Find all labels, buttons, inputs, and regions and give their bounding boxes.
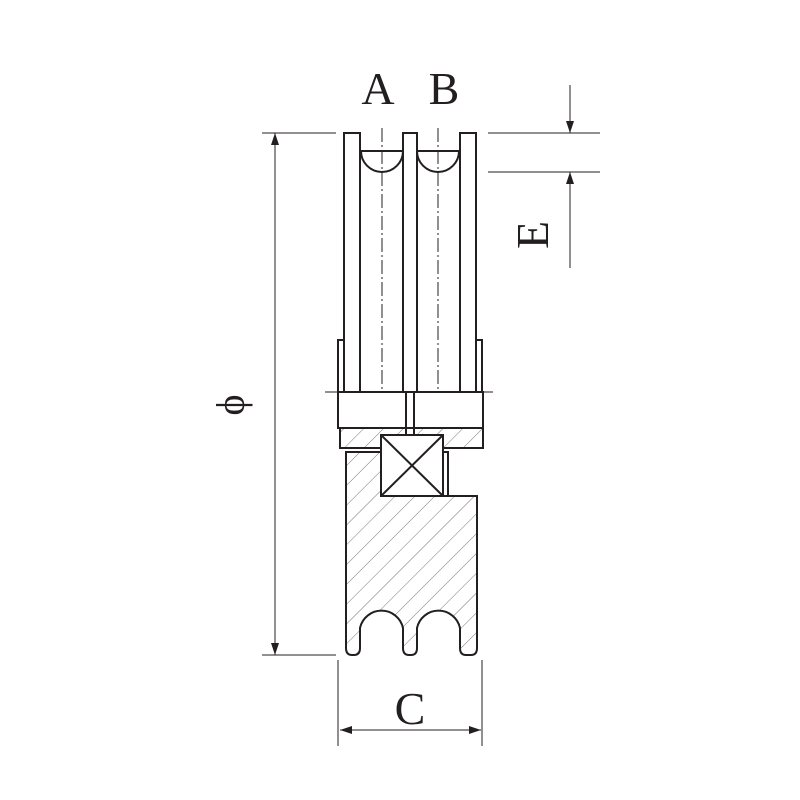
label-e: E: [507, 221, 558, 249]
bearing: [380, 434, 444, 497]
centerlines: [325, 128, 495, 393]
upper-flanges: [343, 132, 477, 393]
dimensions: [262, 85, 600, 746]
label-c: C: [395, 683, 426, 734]
label-a: A: [361, 63, 394, 114]
label-diameter: ϕ: [208, 394, 253, 415]
label-b: B: [429, 63, 460, 114]
wheel-section: [345, 451, 478, 656]
